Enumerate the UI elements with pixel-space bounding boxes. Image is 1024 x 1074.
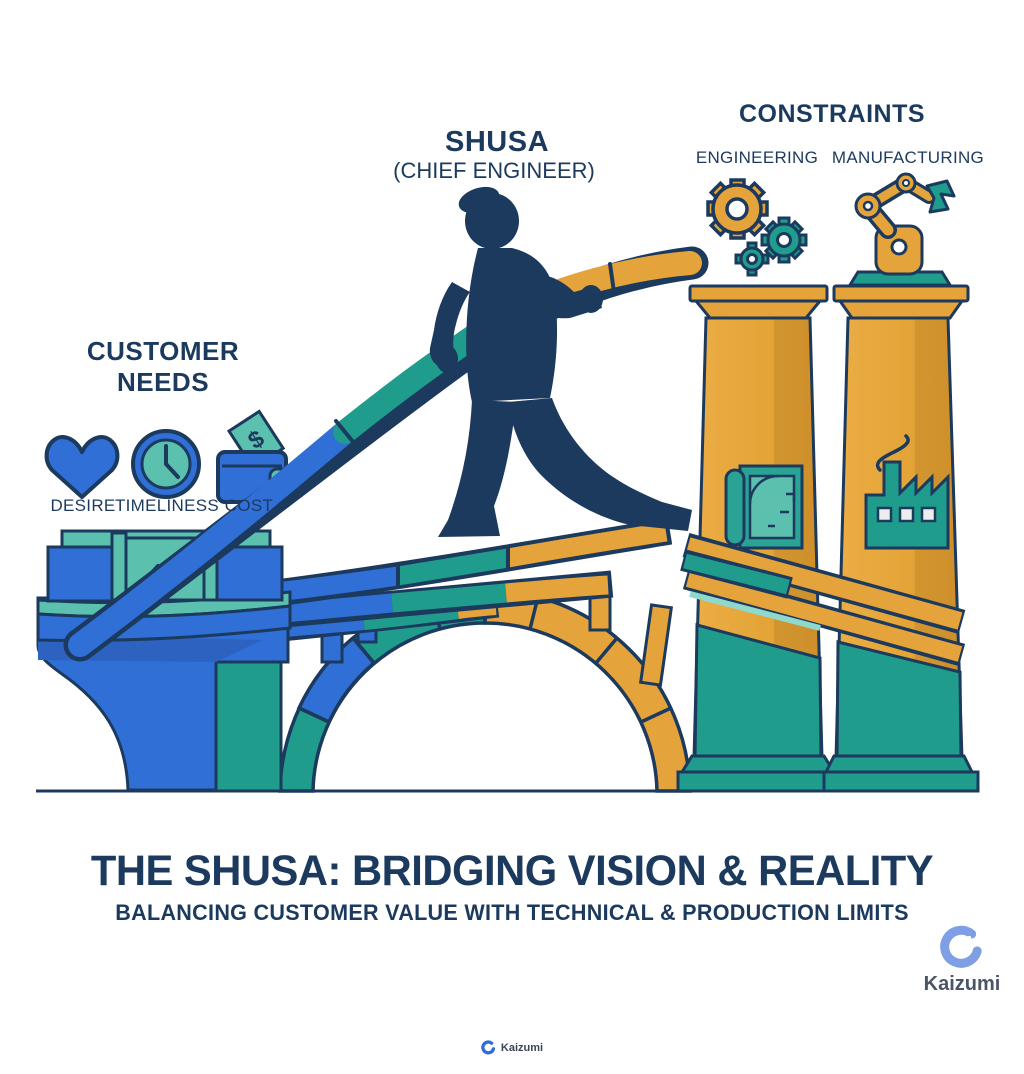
shusa-subtitle: (CHIEF ENGINEER) [393, 158, 595, 183]
customer-needs-line2: NEEDS [116, 367, 210, 397]
kaizumi-logo-text: Kaizumi [923, 973, 1001, 995]
broken-deck-pieces [680, 532, 966, 667]
footer-subtitle: BALANCING CUSTOMER VALUE WITH TECHNICAL … [115, 900, 909, 925]
robot-arm-icon [847, 172, 956, 287]
footer-title: THE SHUSA: BRIDGING VISION & REALITY [90, 847, 934, 895]
pillar-engineering [676, 284, 840, 793]
need-label-desire: DESIRE [50, 496, 116, 515]
pillar-manufacturing [822, 284, 980, 793]
kaizumi-watermark: Kaizumi [481, 1040, 543, 1055]
customer-needs-heading: CUSTOMER NEEDS [87, 336, 239, 398]
blueprint-icon [724, 464, 804, 550]
shusa-figure [429, 186, 692, 537]
shusa-title: SHUSA [444, 126, 550, 158]
kaizumi-watermark-swirl-icon [481, 1040, 496, 1055]
customer-needs-line1: CUSTOMER [86, 336, 240, 366]
constraints-heading: CONSTRAINTS [738, 100, 926, 128]
kaizumi-logo: Kaizumi [923, 924, 1001, 996]
kaizumi-swirl-icon [940, 925, 982, 968]
heart-icon [44, 435, 120, 499]
clock-icon [131, 429, 201, 499]
constraint-label-manufacturing: MANUFACTURING [831, 148, 985, 167]
need-label-timeliness: TIMELINESS [114, 496, 220, 515]
kaizumi-watermark-text: Kaizumi [500, 1041, 544, 1054]
gears-icon [706, 178, 808, 277]
factory-icon [864, 434, 950, 550]
deck-beams [260, 517, 673, 644]
constraint-label-engineering: ENGINEERING [695, 148, 819, 167]
need-label-cost: COST [224, 496, 274, 515]
